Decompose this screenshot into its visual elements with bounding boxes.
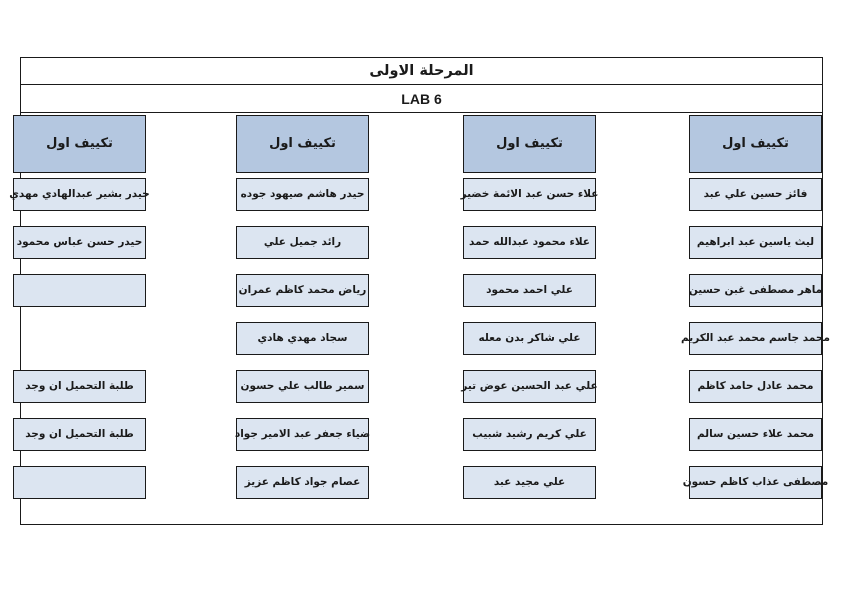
student-cell: مصطفى عذاب كاظم حسون bbox=[683, 466, 828, 499]
student-cell: سمير طالب علي حسون bbox=[236, 370, 369, 403]
student-cell: حيدر بشير عبدالهادي مهدي bbox=[9, 178, 150, 211]
group-header-1: تكييف اول bbox=[689, 115, 822, 173]
student-cell-empty bbox=[13, 466, 146, 499]
student-cell: سجاد مهدي هادي bbox=[236, 322, 369, 355]
lab-label: LAB 6 bbox=[401, 90, 442, 107]
student-cell: حيدر حسن عباس محمود bbox=[13, 226, 146, 259]
student-cell: محمد علاء حسين سالم bbox=[689, 418, 822, 451]
table-title-row: المرحلة الاولى bbox=[21, 58, 822, 85]
student-cell: علي عبد الحسين عوض تير bbox=[461, 370, 598, 403]
student-cell: فائز حسين علي عبد bbox=[689, 178, 822, 211]
student-cell: رائد جميل علي bbox=[236, 226, 369, 259]
student-cell: رياض محمد كاظم عمران bbox=[236, 274, 369, 307]
page-title: المرحلة الاولى bbox=[369, 62, 474, 79]
student-cell: علي كريم رشيد شبيب bbox=[463, 418, 596, 451]
student-cell: حيدر هاشم صيهود جوده bbox=[236, 178, 369, 211]
group-header-4: تكييف اول bbox=[13, 115, 146, 173]
student-cell: علاء محمود عبدالله حمد bbox=[463, 226, 596, 259]
student-cell: علي مجيد عبد bbox=[463, 466, 596, 499]
student-cell-empty bbox=[13, 274, 146, 307]
student-cell: طلبة التحميل ان وجد bbox=[13, 418, 146, 451]
student-cell: محمد عادل حامد كاظم bbox=[689, 370, 822, 403]
student-cell: ضياء جعفر عبد الامير جواد bbox=[235, 418, 370, 451]
student-cell: عصام جواد كاظم عزيز bbox=[236, 466, 369, 499]
student-cell: طلبة التحميل ان وجد bbox=[13, 370, 146, 403]
group-header-2: تكييف اول bbox=[463, 115, 596, 173]
table-subtitle-row: LAB 6 bbox=[21, 85, 822, 113]
schedule-table: المرحلة الاولى LAB 6 تكييف اول فائز حسين… bbox=[9, 57, 830, 525]
group-header-3: تكييف اول bbox=[236, 115, 369, 173]
student-cell: علاء حسن عبد الائمة خضير bbox=[461, 178, 598, 211]
student-cell: علي شاكر بدن معله bbox=[463, 322, 596, 355]
student-cell: محمد جاسم محمد عبد الكريم bbox=[681, 322, 830, 355]
student-cell: ماهر مصطفى غبن حسين bbox=[689, 274, 822, 307]
groups-grid: تكييف اول فائز حسين علي عبد ليث ياسين عب… bbox=[9, 113, 830, 523]
student-cell: ليث ياسين عبد ابراهيم bbox=[689, 226, 822, 259]
student-cell: علي احمد محمود bbox=[463, 274, 596, 307]
